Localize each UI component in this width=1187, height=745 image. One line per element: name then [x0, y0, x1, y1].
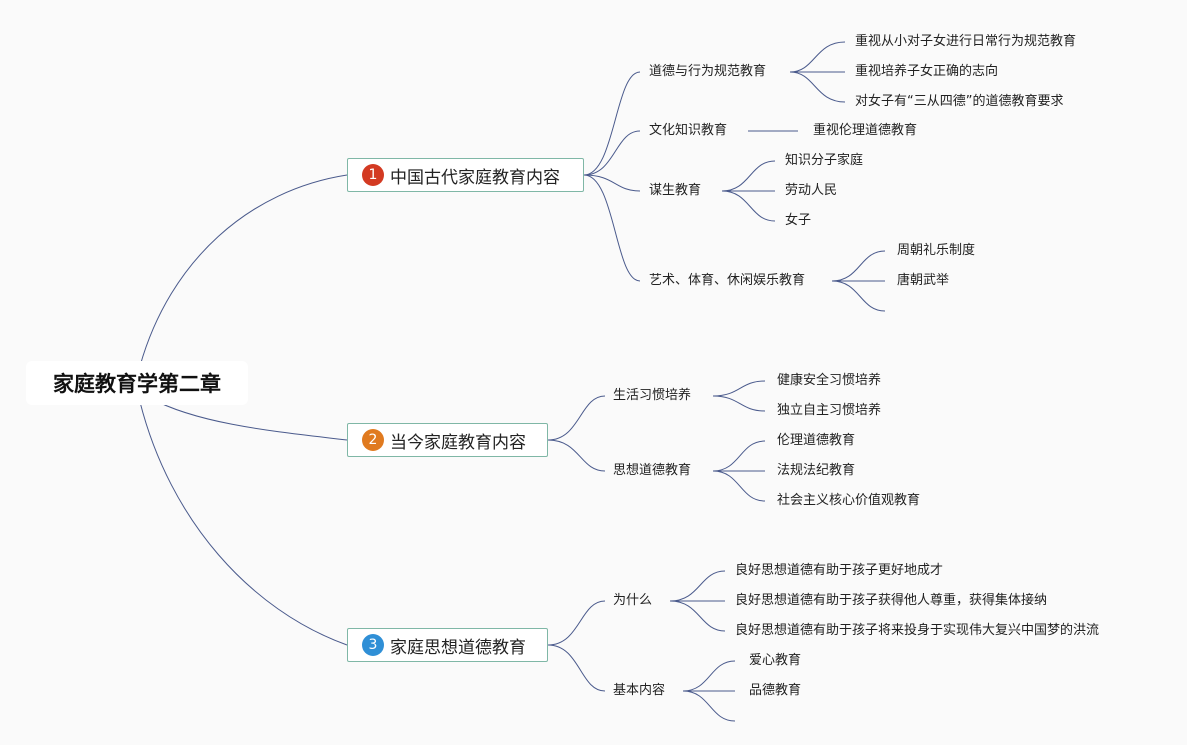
leaf-ethics[interactable]: 重视伦理道德教育	[813, 123, 918, 138]
leaf-ethics-education[interactable]: 伦理道德教育	[777, 433, 856, 448]
leaf-health-safety[interactable]: 健康安全习惯培养	[777, 373, 882, 388]
leaf-love-education[interactable]: 爱心教育	[749, 653, 802, 668]
subtopic-why[interactable]: 为什么	[613, 593, 653, 608]
leaf-respect-acceptance[interactable]: 良好思想道德有助于孩子获得他人尊重，获得集体接纳	[735, 593, 1048, 608]
subtopic-ideology-morality[interactable]: 思想道德教育	[613, 463, 692, 478]
leaf-better-growth[interactable]: 良好思想道德有助于孩子更好地成才	[735, 563, 944, 578]
leaf-character-education[interactable]: 品德教育	[749, 683, 802, 698]
leaf-women[interactable]: 女子	[785, 213, 812, 228]
leaf-law-education[interactable]: 法规法纪教育	[777, 463, 856, 478]
subtopic-life-habits[interactable]: 生活习惯培养	[613, 388, 692, 403]
main-topic-1[interactable]: 1 中国古代家庭教育内容	[347, 158, 584, 192]
number-3-icon: 3	[362, 634, 384, 656]
subtopic-basic-content[interactable]: 基本内容	[613, 683, 666, 698]
number-2-icon: 2	[362, 429, 384, 451]
main-topic-2-label: 当今家庭教育内容	[390, 432, 526, 453]
root-topic[interactable]: 家庭教育学第二章	[26, 361, 248, 405]
subtopic-moral-behavior[interactable]: 道德与行为规范教育	[649, 64, 767, 79]
main-topic-3-label: 家庭思想道德教育	[390, 637, 526, 658]
leaf-daily-behavior[interactable]: 重视从小对子女进行日常行为规范教育	[855, 34, 1077, 49]
main-topic-2[interactable]: 2 当今家庭教育内容	[347, 423, 548, 457]
leaf-independence[interactable]: 独立自主习惯培养	[777, 403, 882, 418]
leaf-correct-ambition[interactable]: 重视培养子女正确的志向	[855, 64, 999, 79]
subtopic-arts-sports[interactable]: 艺术、体育、休闲娱乐教育	[649, 273, 806, 288]
subtopic-culture-knowledge[interactable]: 文化知识教育	[649, 123, 728, 138]
leaf-female-moral[interactable]: 对女子有“三从四德”的道德教育要求	[855, 94, 1064, 109]
subtopic-livelihood[interactable]: 谋生教育	[649, 183, 702, 198]
leaf-china-dream[interactable]: 良好思想道德有助于孩子将来投身于实现伟大复兴中国梦的洪流	[735, 623, 1100, 638]
main-topic-3[interactable]: 3 家庭思想道德教育	[347, 628, 548, 662]
leaf-zhou-rites[interactable]: 周朝礼乐制度	[897, 243, 976, 258]
leaf-core-values[interactable]: 社会主义核心价值观教育	[777, 493, 921, 508]
leaf-tang-martial[interactable]: 唐朝武举	[897, 273, 950, 288]
leaf-intellectual-family[interactable]: 知识分子家庭	[785, 153, 864, 168]
main-topic-1-label: 中国古代家庭教育内容	[390, 167, 560, 188]
number-1-icon: 1	[362, 164, 384, 186]
leaf-working-people[interactable]: 劳动人民	[785, 183, 838, 198]
